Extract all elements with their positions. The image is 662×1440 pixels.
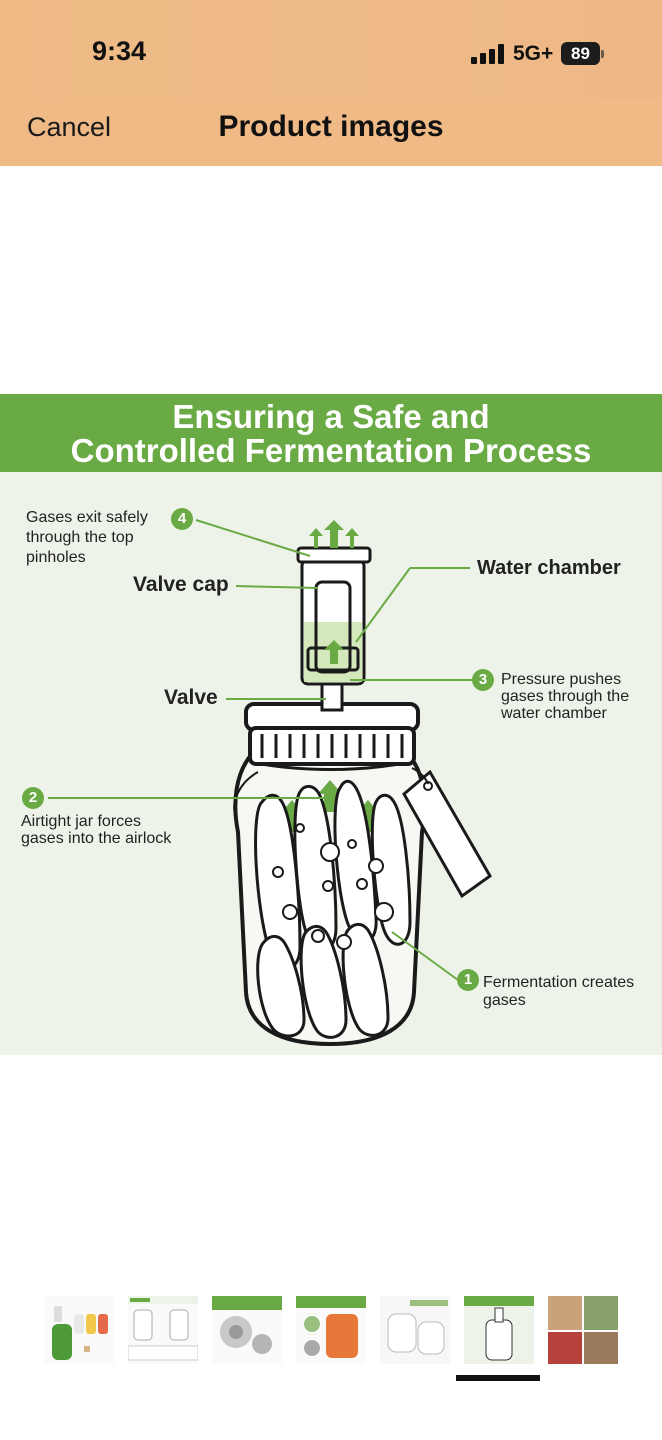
thumbnail-selection-indicator xyxy=(456,1375,540,1381)
battery-icon: 89 xyxy=(561,42,600,65)
thumbnail-strip xyxy=(0,1296,662,1366)
network-type: 5G+ xyxy=(513,42,554,65)
step-badge-3: 3 xyxy=(472,669,494,691)
label-step3-line3: water chamber xyxy=(501,705,607,722)
banner-title-line1: Ensuring a Safe and xyxy=(172,398,490,435)
label-step4-line1: Gases exit safely xyxy=(26,509,148,526)
step-badge-2: 2 xyxy=(22,787,44,809)
label-valve: Valve xyxy=(164,686,218,709)
thumbnail-5[interactable] xyxy=(380,1296,450,1364)
signal-icon xyxy=(471,44,504,64)
thumbnail-capacity-icon xyxy=(128,1296,198,1361)
label-valve-cap: Valve cap xyxy=(133,573,229,596)
thumbnail-jars-icon xyxy=(52,1306,108,1360)
label-step1-line1: Fermentation creates xyxy=(483,974,635,991)
step-badge-1: 1 xyxy=(457,969,479,991)
status-time: 9:34 xyxy=(92,36,147,66)
label-step4-line2: through the top xyxy=(26,529,134,546)
thumbnail-6-selected[interactable] xyxy=(464,1296,534,1364)
label-step2-line1: Airtight jar forces xyxy=(21,813,142,830)
thumbnail-pantry-icon xyxy=(548,1296,618,1364)
status-bar: 9:34 5G+ 89 xyxy=(0,0,662,100)
nav-header xyxy=(0,100,662,166)
label-water-chamber: Water chamber xyxy=(477,557,621,579)
thumbnail-7[interactable] xyxy=(548,1296,618,1364)
thumbnail-glass-jar-icon xyxy=(380,1296,450,1364)
product-image-viewer[interactable]: Ensuring a Safe and Controlled Fermentat… xyxy=(0,394,662,1055)
thumbnail-1[interactable] xyxy=(44,1296,114,1364)
thumbnail-4[interactable] xyxy=(296,1296,366,1364)
thumbnail-2[interactable] xyxy=(128,1296,198,1364)
thumbnail-3[interactable] xyxy=(212,1296,282,1364)
fermentation-diagram: Gases exit safely through the top pinhol… xyxy=(0,472,662,1055)
label-step3-line2: gases through the xyxy=(501,688,630,705)
page-title: Product images xyxy=(218,110,444,143)
label-step4-line3: pinholes xyxy=(26,549,86,566)
step-badge-4: 4 xyxy=(171,508,193,530)
banner-title-line2: Controlled Fermentation Process xyxy=(70,432,592,469)
image-banner: Ensuring a Safe and Controlled Fermentat… xyxy=(0,394,662,472)
jar-illustration xyxy=(48,519,492,1047)
thumbnail-fermentation-icon xyxy=(464,1296,534,1364)
label-step2-line2: gases into the airlock xyxy=(21,830,172,847)
battery-tip xyxy=(601,50,604,58)
thumbnail-carrots-icon xyxy=(296,1296,366,1358)
cancel-button[interactable]: Cancel xyxy=(27,112,112,142)
label-step1-line2: gases xyxy=(483,992,526,1009)
thumbnail-lid-icon xyxy=(212,1296,282,1354)
label-step3-line1: Pressure pushes xyxy=(501,671,622,688)
